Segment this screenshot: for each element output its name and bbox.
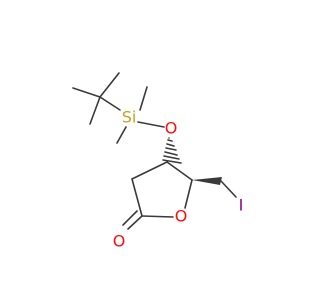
bond-tbu-methyl-3 [89,96,101,125]
bond-si-methyl-bottom [116,126,127,144]
bond-ch2-i [220,180,237,198]
bond-c4-c3 [131,161,168,180]
tert-butyl-group [72,72,121,125]
hash-6 [162,159,182,164]
bond-c3-c2 [131,178,143,217]
carbonyl-oxygen-label: O [113,232,126,251]
bond-tbu-si [99,96,121,111]
iodine-label: I [239,196,244,215]
hashed-wedge-bond [162,137,182,164]
lactone-ring [131,161,193,218]
ring-oxygen-label: O [175,207,188,226]
bond-c2-ring-o [141,215,174,218]
bond-tbu-methyl-1 [72,87,101,98]
carbonyl-double-bond [122,210,143,230]
bond-carbonyl-2 [122,210,138,226]
hash-5 [163,155,180,160]
hash-3 [165,147,177,151]
silicon-methyl-bonds [116,86,165,144]
bond-si-o [137,121,165,128]
hash-2 [166,143,175,147]
bond-ring-o-c5 [184,179,193,209]
bond-carbonyl-1 [127,215,143,230]
hash-4 [164,151,178,156]
bold-wedge-bond [192,177,222,185]
silicon-label: Si [122,108,137,127]
molecule-structure: Si O O O I [72,72,244,251]
bond-tbu-methyl-2 [99,72,120,98]
bond-si-methyl-top [139,86,148,111]
bond-c5-c4 [166,161,193,181]
ether-oxygen-label: O [165,119,178,138]
hash-1 [167,139,173,142]
